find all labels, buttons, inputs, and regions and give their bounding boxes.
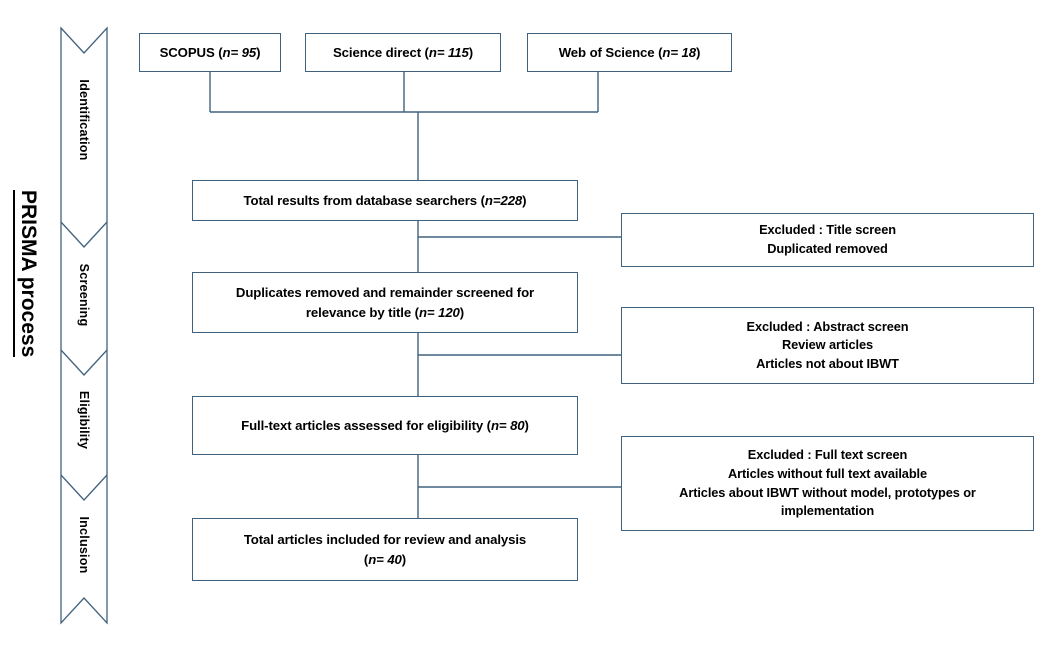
exclusion-line: Articles without full text available bbox=[727, 465, 928, 481]
exclusion-line: Duplicated removed bbox=[767, 241, 888, 256]
stage-label-screening: Screening bbox=[77, 263, 91, 327]
flow-line-em: n= 120 bbox=[418, 304, 460, 320]
source-box-scopus: SCOPUS (n= 95) bbox=[139, 33, 281, 72]
flow-line-text: relevance by title ( bbox=[305, 304, 419, 320]
flow-line-text: Total articles included for review and a… bbox=[243, 532, 527, 548]
flow-line-em: n=228 bbox=[484, 192, 523, 208]
source-label-scopus: SCOPUS ( bbox=[159, 44, 223, 60]
flow-line-em: n= 80 bbox=[490, 417, 525, 433]
stage-chevron-divider-3 bbox=[60, 474, 108, 501]
source-label-web-of-science: Web of Science ( bbox=[558, 44, 663, 60]
flow-box-included-for-review: Total articles included for review and a… bbox=[192, 518, 578, 581]
flow-line-post: ) bbox=[401, 551, 407, 567]
flow-line-text: ( bbox=[363, 551, 369, 567]
exclusion-line: Excluded : Title screen bbox=[759, 222, 896, 238]
source-count-web-of-science: = 18 bbox=[670, 44, 696, 60]
stage-chevron-divider-2 bbox=[60, 349, 108, 376]
stage-label-eligibility: Eligibility bbox=[77, 390, 91, 450]
source-count-scopus: = 95 bbox=[230, 44, 257, 60]
exclusion-box-abstract-screen: Excluded : Abstract screen Review articl… bbox=[621, 307, 1034, 384]
source-n-web-of-science: n bbox=[662, 44, 671, 60]
flow-box-total-results: Total results from database searchers (n… bbox=[192, 180, 578, 221]
exclusion-line: implementation bbox=[780, 503, 875, 519]
exclusion-line: Excluded : Full text screen bbox=[747, 447, 908, 463]
source-close-scopus: ) bbox=[256, 44, 261, 60]
source-box-web-of-science: Web of Science (n= 18) bbox=[527, 33, 732, 72]
source-close-science-direct: ) bbox=[468, 44, 474, 60]
flow-line-post: ) bbox=[522, 192, 527, 208]
prisma-process-label: PRISMA process bbox=[10, 190, 44, 610]
exclusion-line: Articles about IBWT without model, proto… bbox=[679, 484, 976, 500]
flow-box-full-text-assessed: Full-text articles assessed for eligibil… bbox=[192, 396, 578, 455]
flow-line-em: n= 40 bbox=[368, 551, 402, 567]
source-n-science-direct: n bbox=[428, 44, 437, 60]
stage-label-identification: Identification bbox=[77, 79, 91, 161]
source-count-science-direct: = 115 bbox=[436, 44, 469, 60]
flow-line-text: Total results from database searchers ( bbox=[243, 192, 485, 208]
source-close-web-of-science: ) bbox=[696, 44, 701, 60]
source-label-science-direct: Science direct ( bbox=[332, 44, 429, 60]
exclusion-line: Review articles bbox=[782, 337, 873, 353]
exclusion-line: Articles not about IBWT bbox=[756, 355, 899, 371]
source-n-scopus: n bbox=[222, 44, 231, 60]
prisma-process-text: PRISMA process bbox=[13, 190, 41, 358]
flow-box-duplicates-removed: Duplicates removed and remainder screene… bbox=[192, 272, 578, 333]
exclusion-box-title-screen: Excluded : Title screen Duplicated remov… bbox=[621, 213, 1034, 267]
stage-label-inclusion: Inclusion bbox=[77, 516, 91, 574]
flow-line-text: Full-text articles assessed for eligibil… bbox=[241, 417, 491, 433]
exclusion-line: Excluded : Abstract screen bbox=[746, 318, 909, 334]
source-box-science-direct: Science direct (n= 115) bbox=[305, 33, 501, 72]
flow-line-post: ) bbox=[524, 417, 529, 433]
stage-chevron-divider-1 bbox=[60, 221, 108, 248]
flow-line-text: Duplicates removed and remainder screene… bbox=[235, 285, 535, 301]
exclusion-box-full-text-screen: Excluded : Full text screen Articles wit… bbox=[621, 436, 1034, 531]
flow-line-post: ) bbox=[459, 304, 465, 320]
